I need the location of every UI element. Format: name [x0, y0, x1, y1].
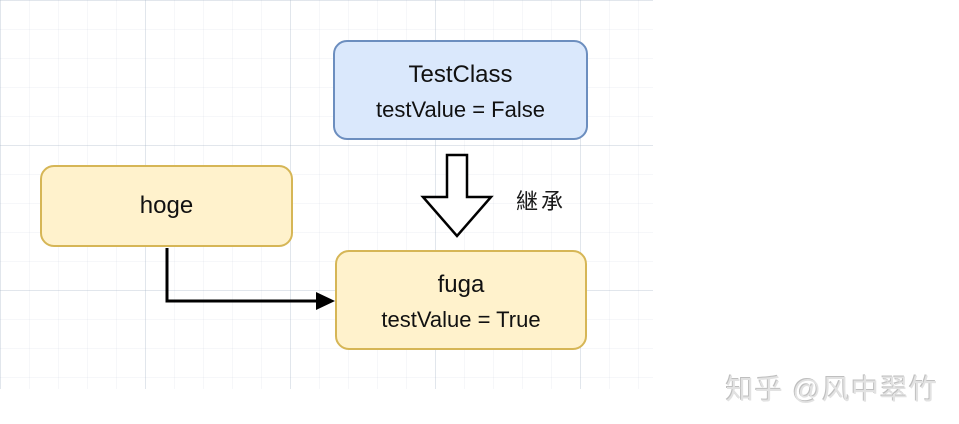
node-testclass-attribute: testValue = False [376, 96, 545, 122]
node-fuga-attribute: testValue = True [381, 306, 541, 332]
edge-line [165, 248, 318, 303]
node-testclass: TestClass testValue = False [333, 40, 588, 140]
node-hoge: hoge [40, 165, 293, 247]
node-testclass-title: TestClass [408, 60, 513, 88]
inheritance-arrow-icon [420, 153, 494, 238]
node-hoge-title: hoge [139, 192, 194, 219]
edge-arrowhead-icon [316, 292, 335, 310]
inheritance-edge-label: 継承 [516, 189, 567, 214]
node-fuga-title: fuga [437, 270, 485, 298]
watermark-text: 知乎 @风中翠竹 [725, 374, 938, 405]
edge-hoge-to-fuga [165, 248, 335, 310]
node-fuga: fuga testValue = True [335, 250, 587, 350]
